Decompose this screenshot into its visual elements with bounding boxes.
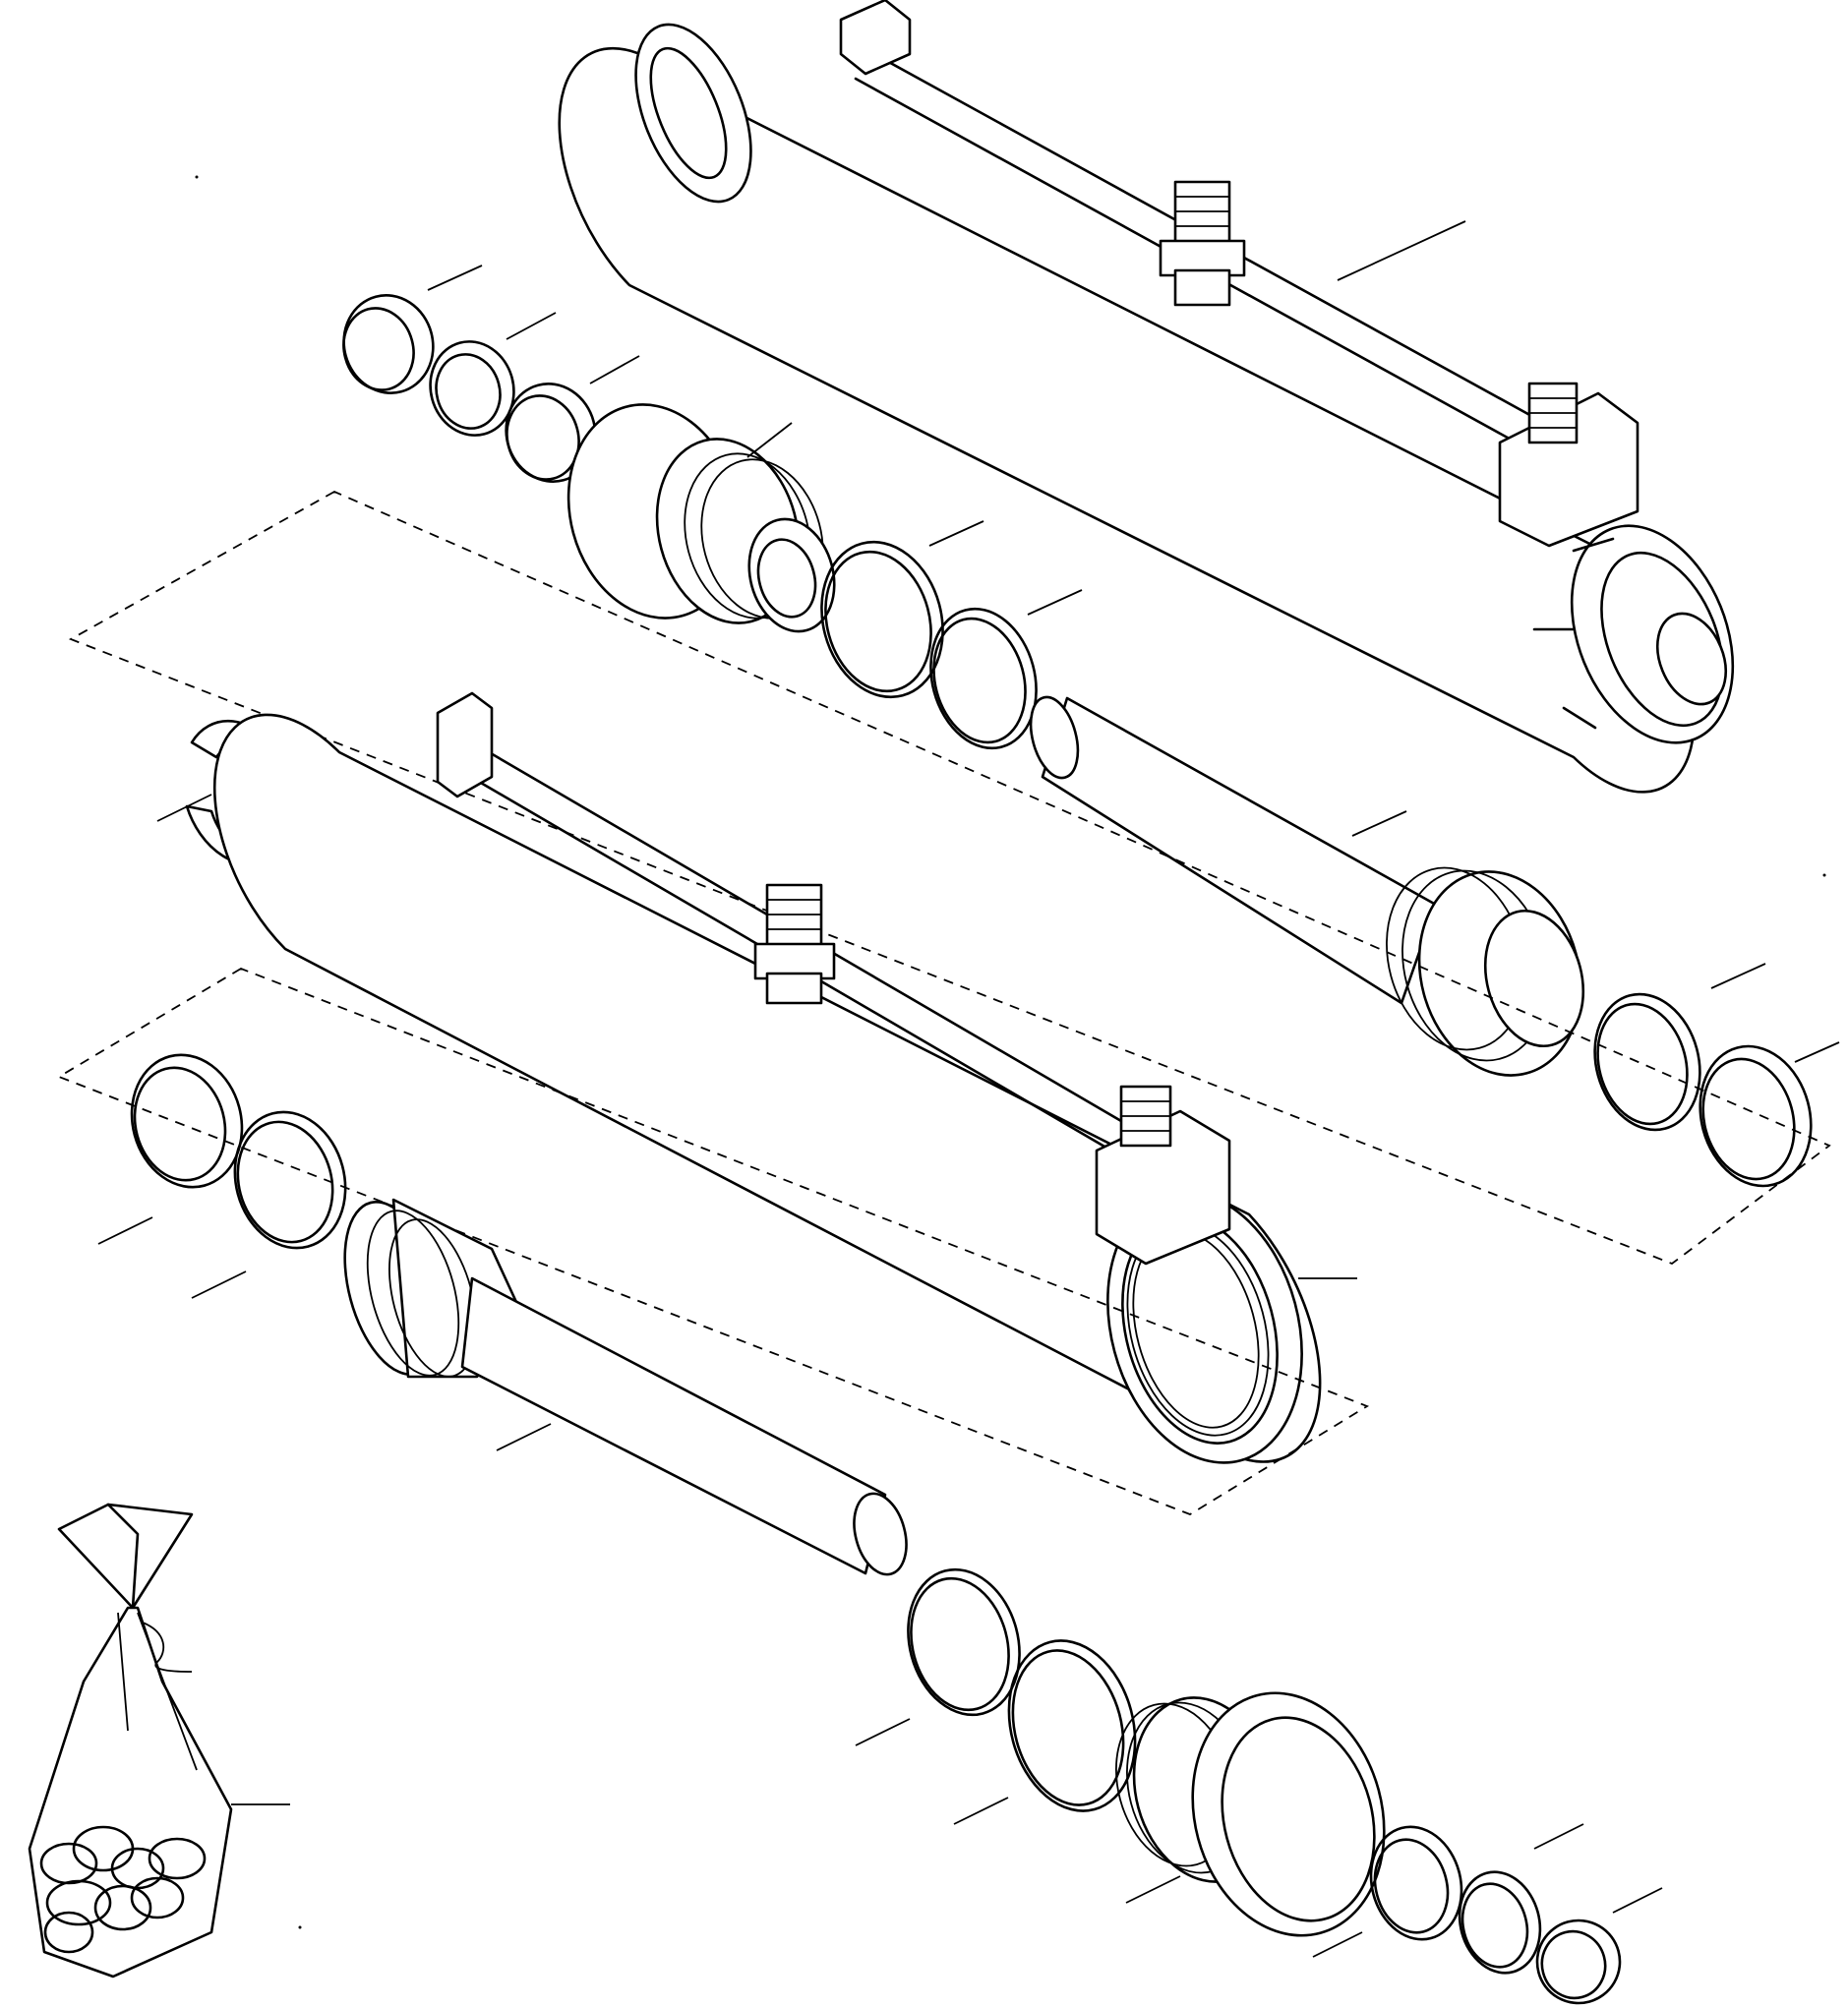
gland-nut [1115, 1691, 1386, 1937]
guide-ring [1312, 1825, 1463, 1958]
rod-seal [429, 312, 557, 437]
rod-seal [1458, 1823, 1584, 1975]
piston-rod [343, 1198, 908, 1576]
gland-o-ring [855, 1567, 1021, 1746]
wiper-ring [97, 1053, 244, 1245]
wiper-ring [342, 265, 483, 394]
piston-rod [1029, 695, 1585, 1077]
wiper-ring [1535, 1887, 1663, 2005]
seal-kit-bag [28, 1503, 290, 1978]
gland-nut [566, 403, 836, 633]
speck [1822, 873, 1826, 877]
rod-seal [191, 1110, 347, 1299]
cylinder-assembly [558, 0, 1735, 794]
gland-o-ring [820, 520, 984, 699]
speck [298, 1925, 302, 1929]
cylinder-barrel [212, 691, 1357, 1464]
piston-seal [1593, 963, 1766, 1132]
piston-guide-ring [1699, 1041, 1840, 1188]
speck [195, 175, 199, 179]
group-outline-lower [56, 968, 1370, 1515]
guide-ring [505, 355, 640, 483]
backup-ring [953, 1639, 1137, 1825]
group-outline-upper [68, 490, 1831, 1266]
backup-ring [929, 589, 1083, 750]
